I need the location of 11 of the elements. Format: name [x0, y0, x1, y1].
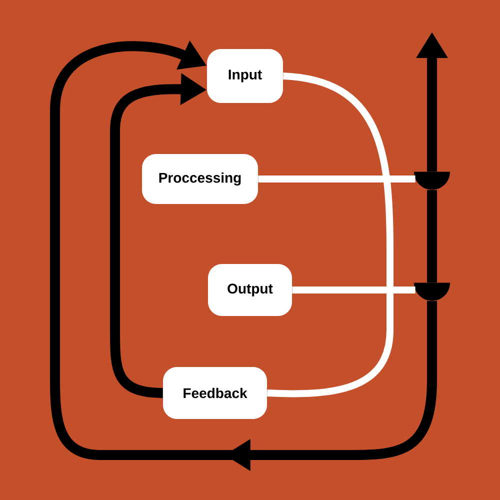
junction-cup	[414, 282, 450, 301]
connector-line	[427, 190, 437, 283]
process-box: Proccessing	[142, 154, 258, 204]
arrow	[50, 40, 437, 471]
process-box: Feedback	[163, 367, 267, 419]
connector-line	[258, 176, 416, 182]
junction-cup	[414, 172, 450, 190]
process-box: Input	[207, 49, 283, 103]
connector-line	[292, 286, 416, 294]
process-box: Output	[208, 264, 292, 316]
connector-line	[267, 72, 394, 398]
